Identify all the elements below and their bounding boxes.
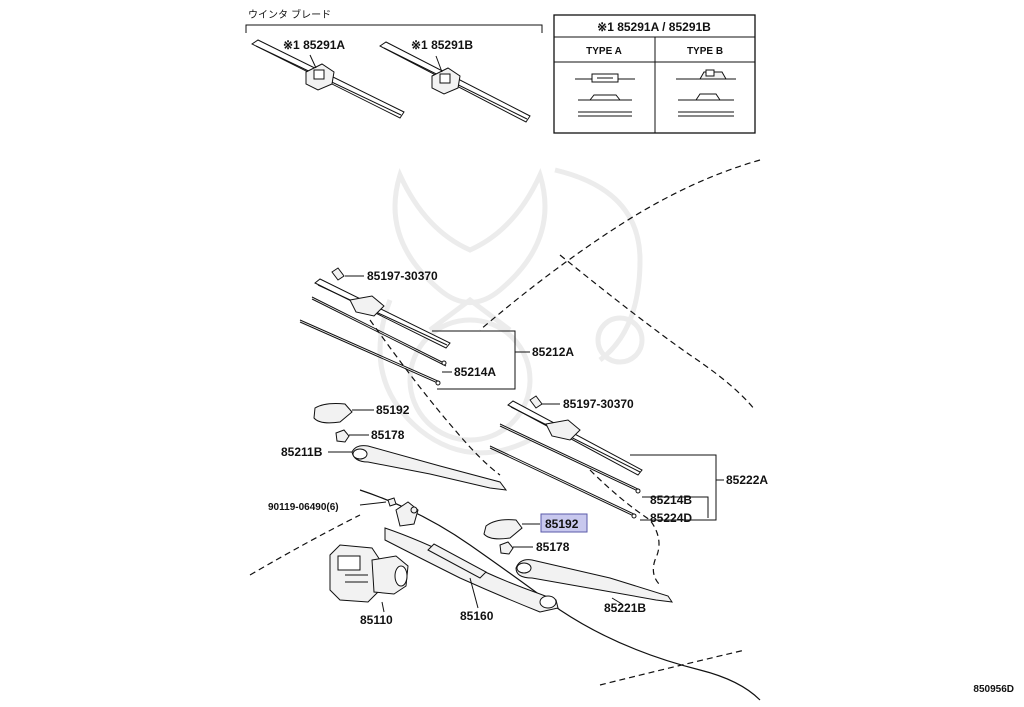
leader-lines [328,275,724,613]
wiper-motor [329,544,409,603]
type-a-sketch [575,73,635,117]
callout-85224d[interactable]: 85224D [650,511,692,525]
type-table-title: ※1 85291A / 85291B [597,20,711,34]
callout-85178-right[interactable]: 85178 [536,540,570,554]
right-wiper-arm [483,519,674,603]
callout-85160[interactable]: 85160 [460,609,494,623]
left-wiper-blade [299,267,451,386]
blade-b-callout: ※1 85291B [411,38,473,52]
winter-blade-b [379,41,531,123]
callout-85214a[interactable]: 85214A [454,365,496,379]
callout-labels: 85197-30370 85212A 85214A 85192 85178 85… [268,269,768,627]
winter-blade-label: ウインタ ブレード [248,8,331,21]
callout-90119[interactable]: 90119-06490(6) [268,502,339,513]
diagram-id: 850956D [973,684,1014,695]
callout-85214b[interactable]: 85214B [650,493,692,507]
right-arm-cover [483,519,523,540]
link-bolt [387,497,397,507]
left-nut [335,429,350,443]
callout-85211b[interactable]: 85211B [281,445,323,459]
callout-85192-right-highlighted[interactable]: 85192 [545,517,579,531]
callout-85221b[interactable]: 85221B [604,601,646,615]
wiper-linkage [384,497,559,613]
type-b-sketch [676,69,736,117]
left-arm-cover [313,403,353,424]
callout-85222a[interactable]: 85222A [726,473,768,487]
type-table: ※1 85291A / 85291B TYPE A TYPE B [553,14,756,134]
vehicle-outline [249,159,761,701]
blade-a-callout: ※1 85291A [283,38,345,52]
callout-85197-lower[interactable]: 85197-30370 [563,397,634,411]
callout-85212a[interactable]: 85212A [532,345,574,359]
callout-85178-left[interactable]: 85178 [371,428,405,442]
watermark-logo [377,167,645,456]
left-wiper-arm [313,403,508,491]
type-b-header: TYPE B [687,46,723,57]
callout-85110[interactable]: 85110 [360,613,393,627]
callout-85192-left[interactable]: 85192 [376,403,410,417]
winter-blade-bracket [245,24,543,33]
right-wiper-blade [489,395,643,519]
highlight-box [540,513,588,533]
callout-85197-upper[interactable]: 85197-30370 [367,269,438,283]
type-a-header: TYPE A [586,46,622,57]
winter-blade-a [251,39,405,119]
winter-blade-section: ウインタ ブレード ※1 85291A ※1 85291B [245,8,543,123]
right-nut [499,541,514,555]
